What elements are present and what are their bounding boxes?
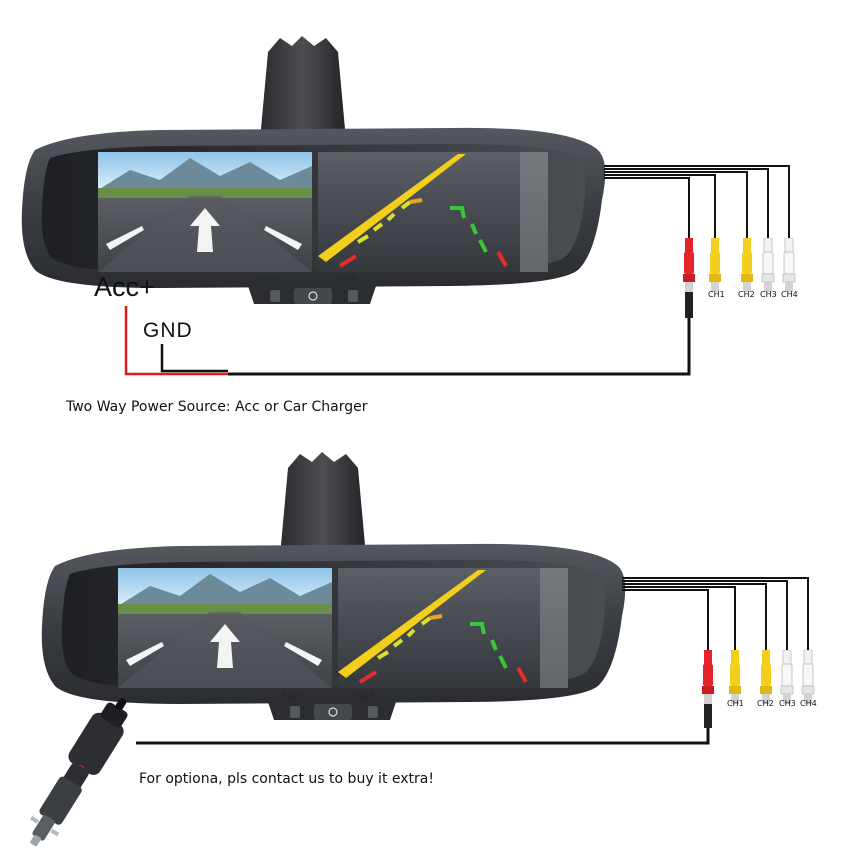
channel-label: CH4: [781, 290, 798, 299]
channel-label: CH2: [738, 290, 755, 299]
channel-label: CH1: [727, 699, 744, 708]
mirror-top: [19, 34, 608, 306]
car-charger-icon: [30, 697, 128, 847]
caption-bottom: For optiona, pls contact us to buy it ex…: [139, 771, 434, 787]
channel-label: CH3: [779, 699, 796, 708]
channel-label: CH3: [760, 290, 777, 299]
cable-bundle-top: [604, 165, 790, 238]
rca-connectors-bottom: [702, 650, 815, 705]
power-wires-top: [124, 306, 691, 376]
channel-label: CH1: [708, 290, 725, 299]
caption-top: Two Way Power Source: Acc or Car Charger: [66, 399, 368, 415]
channel-label: CH4: [800, 699, 817, 708]
gnd-label: GND: [143, 319, 193, 342]
power-wire-bottom: [136, 728, 710, 745]
rca-connectors-top: [683, 238, 796, 293]
acc-plus-label: Acc+: [94, 272, 155, 302]
cable-bundle-bottom: [622, 577, 809, 650]
channel-label: CH2: [757, 699, 774, 708]
mirror-bottom: [39, 450, 628, 722]
